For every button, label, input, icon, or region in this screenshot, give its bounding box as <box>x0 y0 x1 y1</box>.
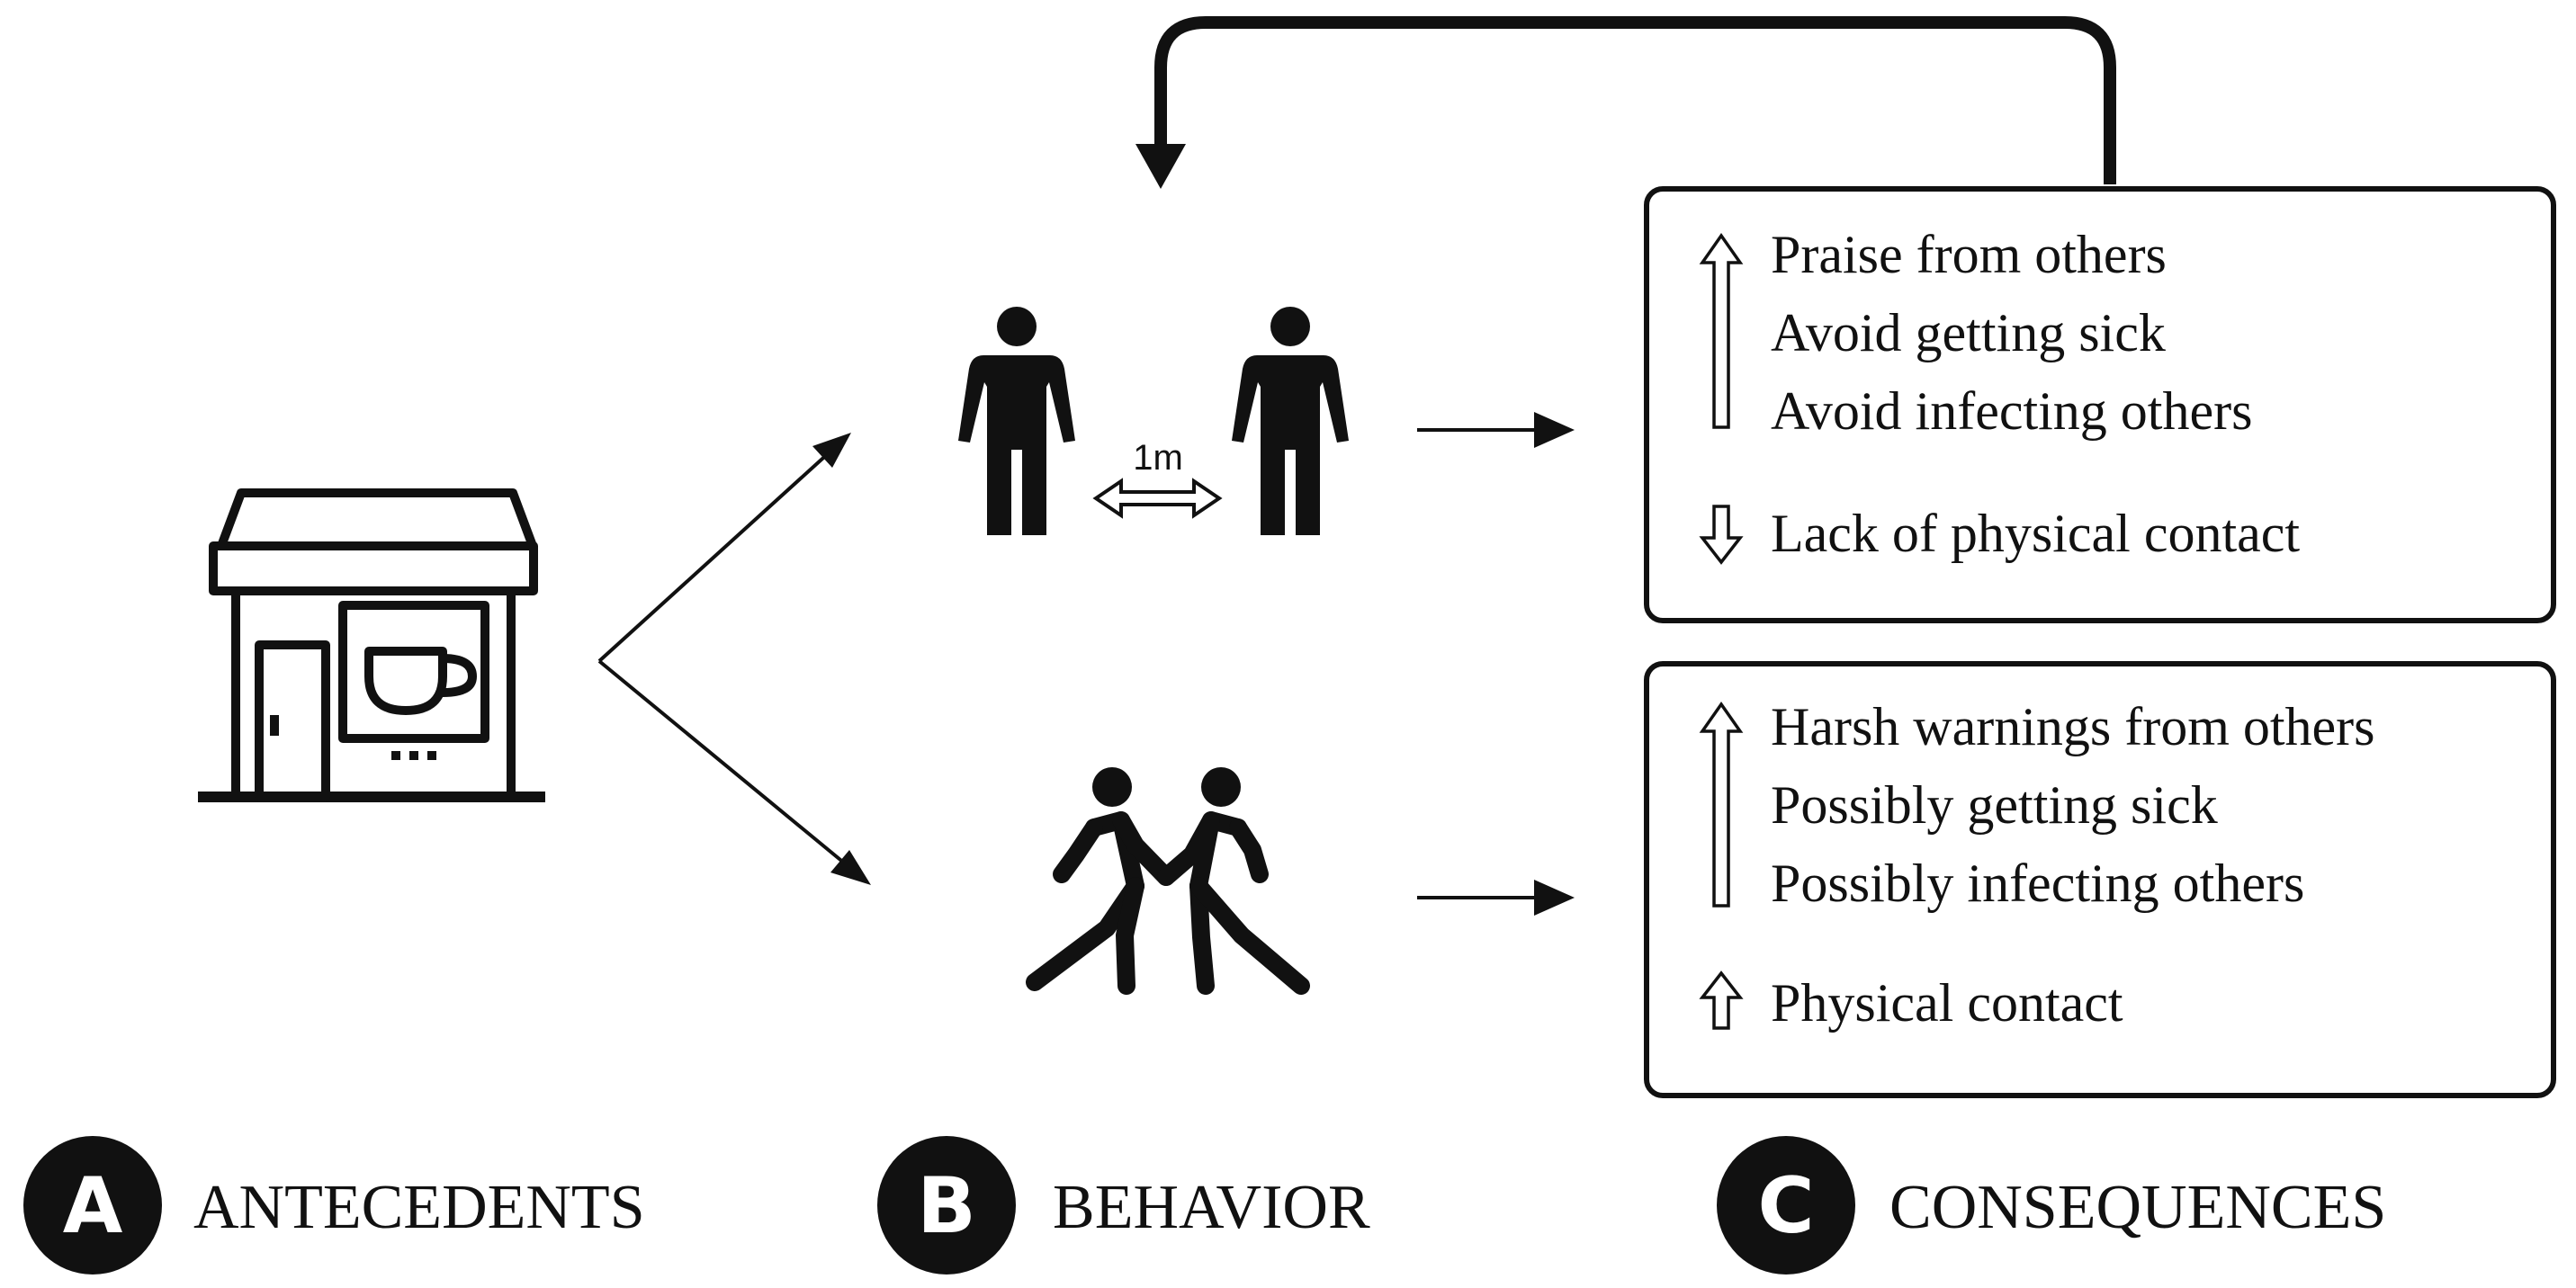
increase-arrow-icon <box>1699 701 1744 908</box>
consequences-box-distancing: Praise from others Avoid getting sick Av… <box>1644 186 2556 623</box>
consequence-item: Lack of physical contact <box>1771 504 2300 563</box>
legend-consequences: C CONSEQUENCES <box>1717 1136 2386 1275</box>
two-people-contact-icon <box>1026 767 1310 995</box>
person-left <box>958 307 1075 535</box>
legend-label: BEHAVIOR <box>1053 1173 1370 1242</box>
arrow-distancing-to-consequences <box>1417 412 1575 448</box>
legend-letter: C <box>1757 1161 1814 1251</box>
two-people-distancing-icon: 1m <box>958 307 1349 535</box>
consequence-item: Avoid infecting others <box>1771 381 2252 441</box>
legend-behavior: B BEHAVIOR <box>877 1136 1370 1275</box>
legend-antecedents: A ANTECEDENTS <box>23 1136 645 1275</box>
distance-label: 1m <box>1133 438 1183 478</box>
person-right <box>1232 307 1349 535</box>
distance-double-arrow <box>1092 478 1223 519</box>
arrow-contact-to-consequences <box>1417 880 1575 916</box>
increase-arrow-icon <box>1699 232 1744 429</box>
branch-arrow-to-distancing <box>597 433 851 663</box>
consequence-item: Harsh warnings from others <box>1771 697 2375 756</box>
consequence-item: Possibly infecting others <box>1771 854 2304 913</box>
legend-letter: A <box>63 1161 123 1251</box>
branch-arrow-to-contact <box>597 659 871 885</box>
consequence-item: Possibly getting sick <box>1771 775 2218 835</box>
feedback-loop-arrow <box>1135 16 2116 189</box>
consequence-item: Physical contact <box>1771 973 2123 1033</box>
legend-label: CONSEQUENCES <box>1889 1173 2386 1242</box>
legend-letter: B <box>917 1161 976 1251</box>
decrease-arrow-icon <box>1699 505 1744 565</box>
coffee-shop-icon <box>198 488 545 802</box>
consequence-item: Praise from others <box>1771 225 2167 284</box>
consequences-box-contact: Harsh warnings from others Possibly gett… <box>1644 661 2556 1098</box>
legend-label: ANTECEDENTS <box>193 1173 645 1242</box>
increase-arrow-icon <box>1699 970 1744 1030</box>
consequence-item: Avoid getting sick <box>1771 303 2166 362</box>
